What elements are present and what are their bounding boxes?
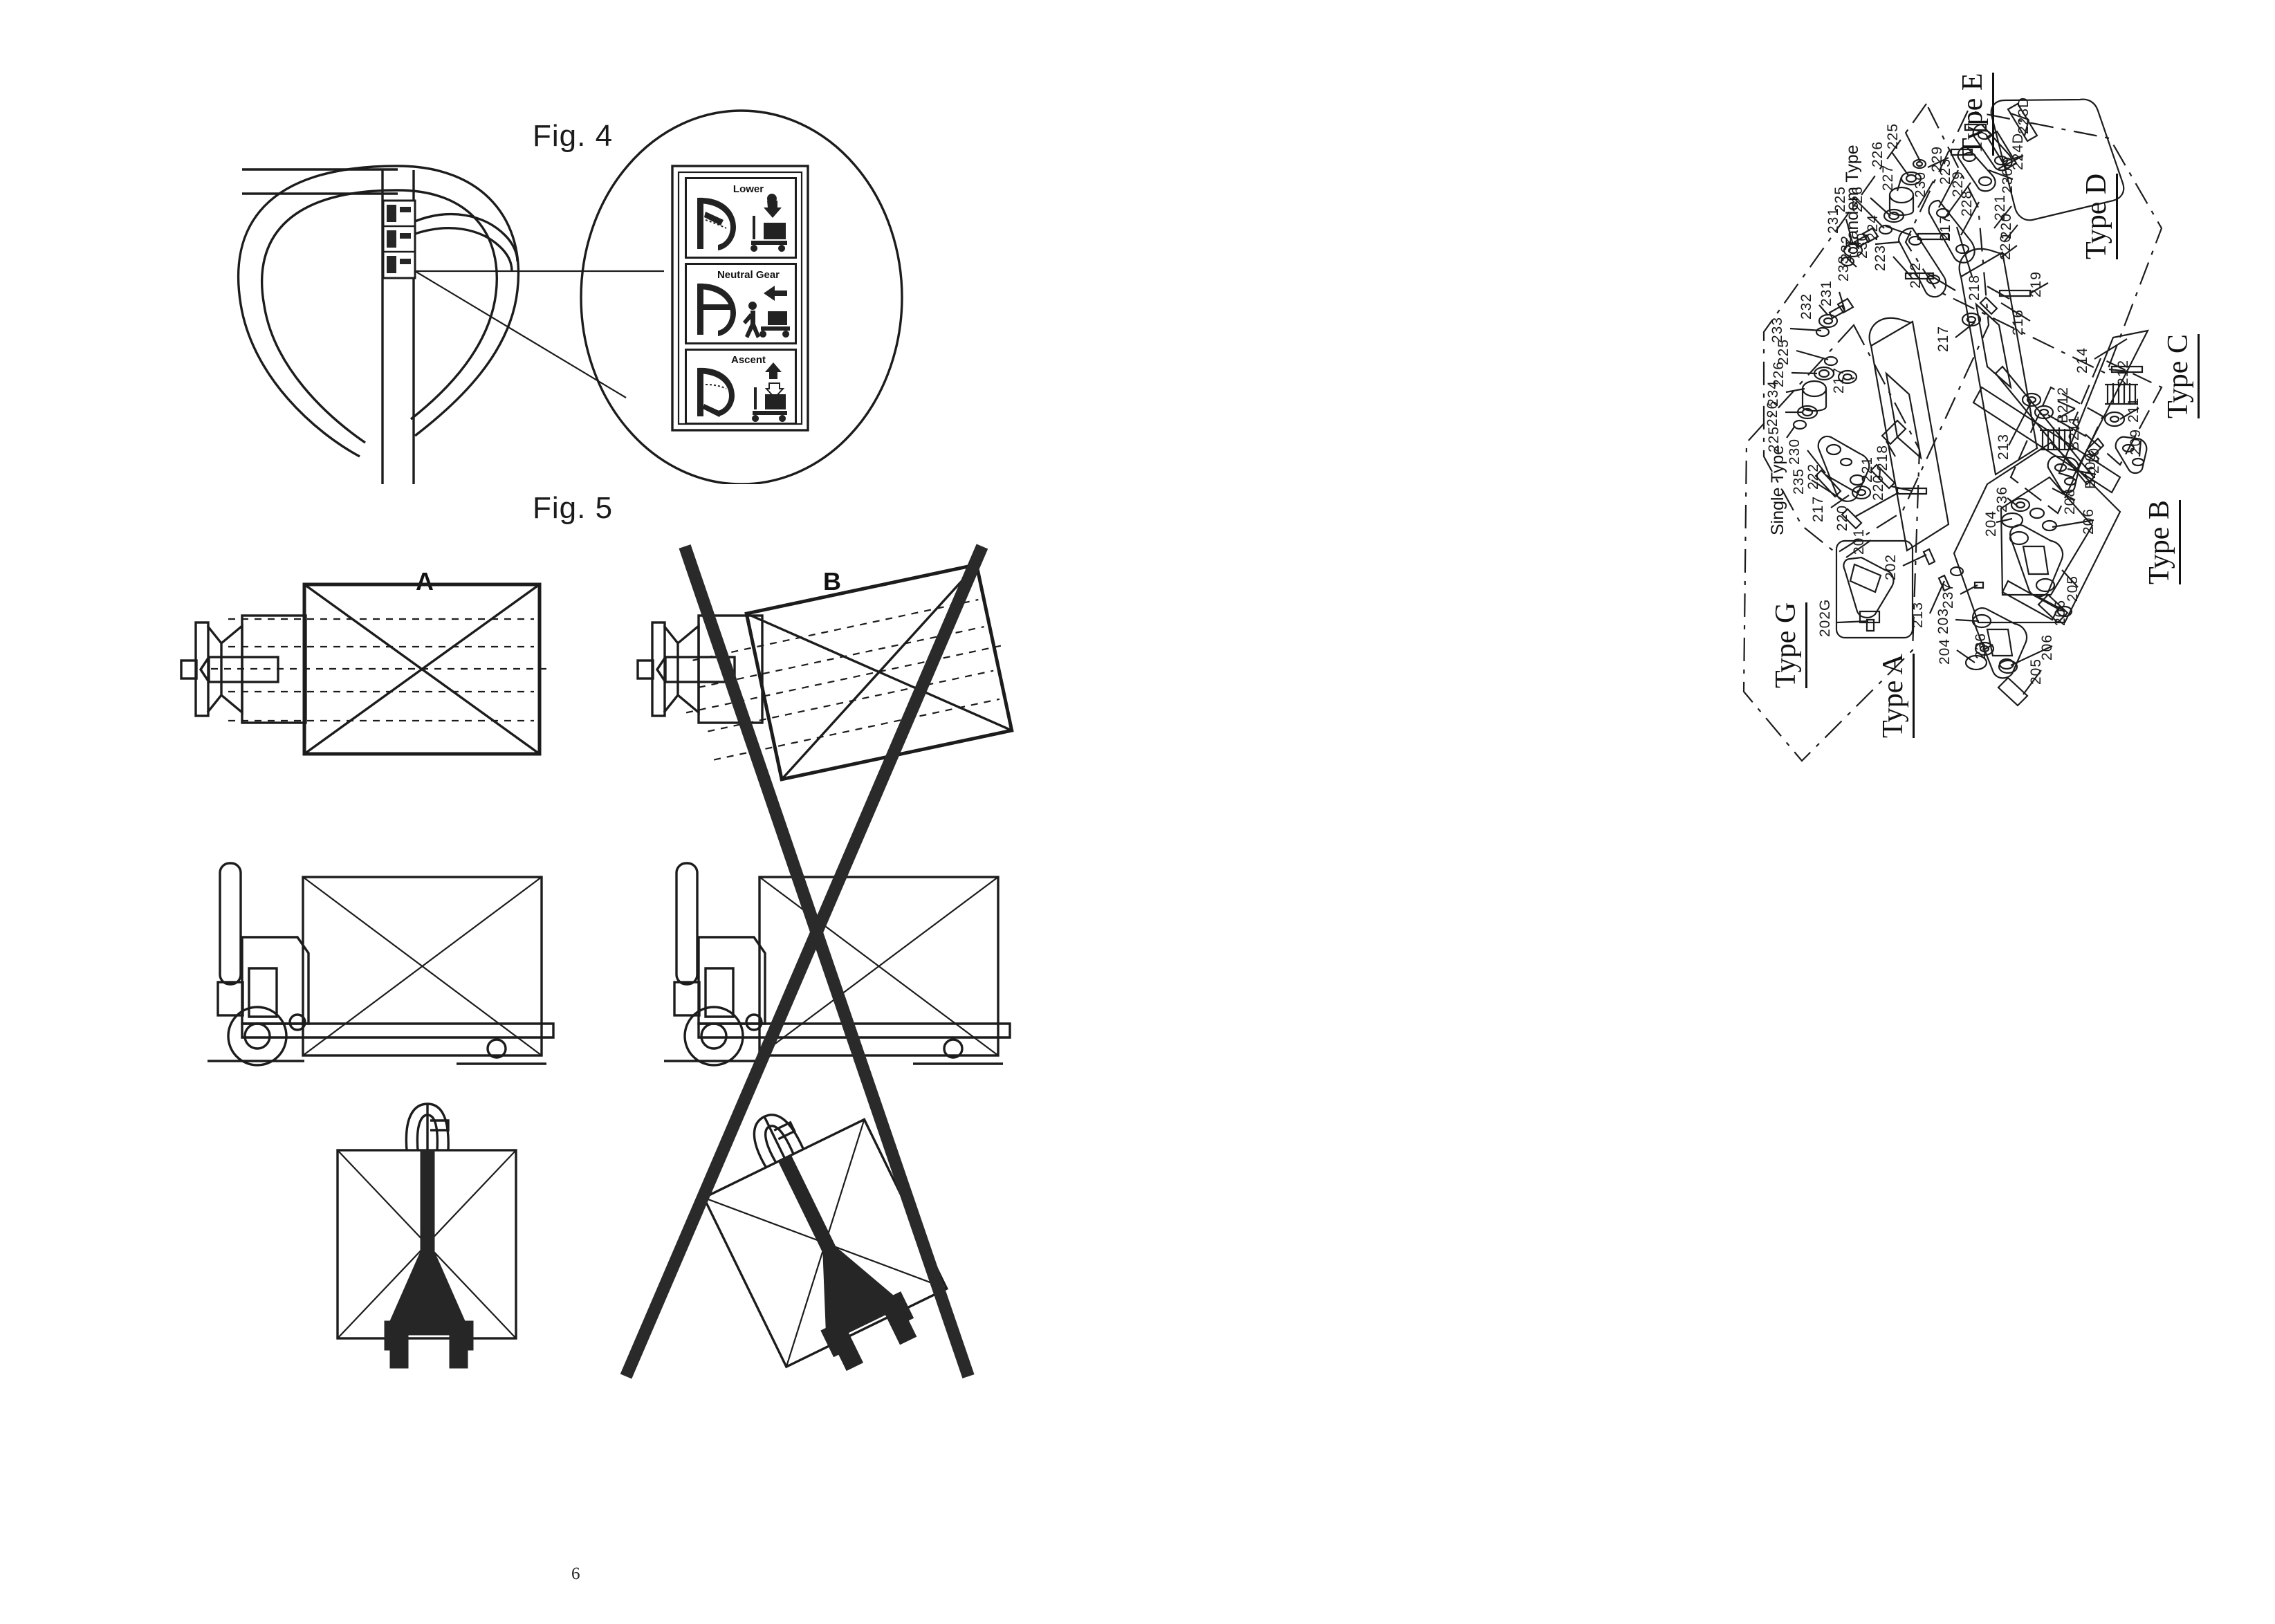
callout-225-0: 225 (1885, 122, 1901, 149)
callout-209-48: 209 (2128, 428, 2144, 455)
fig4-title: Fig. 4 (533, 119, 614, 153)
fig5-column-b-cross-out (620, 544, 988, 1379)
fig4-magnifier-ellipse (580, 109, 903, 484)
callout-223-19: 223 (1872, 244, 1888, 271)
callout-218-22: 218 (1967, 274, 1982, 301)
leader-lines (1785, 112, 2142, 695)
callout-203-61: 203 (1935, 607, 1951, 634)
variant-label-type-g: Type G (1769, 602, 1807, 688)
decal-label-ascent: Ascent (731, 354, 766, 366)
callout-231-21: 231 (1818, 279, 1834, 306)
callout-226-8: 226 (1850, 185, 1866, 212)
variant-label-type-d: Type D (2080, 173, 2118, 259)
callout-213-57: 213 (1996, 433, 2011, 460)
callout-237-60: 237 (1940, 582, 1956, 609)
left-page: Fig. 4 (180, 109, 1014, 1583)
callout-214-45: 214 (2074, 347, 2090, 373)
callout-225-33: 225 (1766, 425, 1782, 452)
variant-label-type-e: Type E (1956, 73, 1994, 156)
decal-label-neutral: Neutral Gear (717, 269, 780, 281)
callout-206-56: 206 (2052, 599, 2068, 626)
callout-230-34: 230 (1787, 438, 1803, 465)
callout-206-54: 206 (2081, 508, 2097, 535)
callout-204-59: 204 (1983, 510, 1999, 537)
type-g-zone (1835, 539, 1914, 639)
callout-205-65: 205 (2028, 658, 2044, 685)
callout-222-20: 222 (1908, 261, 1924, 288)
callout-222-36: 222 (1805, 463, 1821, 490)
callout-230-3: 230 (1913, 171, 1928, 198)
hardware-parts (1792, 102, 2148, 707)
callout-213-68: 213 (1910, 601, 1926, 628)
callout-220-40: 220 (1834, 504, 1850, 531)
callout-212-46: 212 (2115, 359, 2131, 386)
callout-232-24: 232 (1798, 293, 1814, 320)
callout-233-18: 233 (1836, 255, 1852, 282)
decal-panel-neutral: Neutral Gear (685, 263, 797, 344)
decal-label-lower: Lower (733, 183, 764, 195)
type-e-zone (1990, 98, 2125, 221)
group-label-single-type: Single Type (1768, 445, 1787, 535)
variant-label-type-b: Type B (2143, 500, 2181, 584)
callout-236-58: 236 (1994, 486, 2010, 513)
callout-231-11: 231 (1825, 207, 1841, 234)
callout-230-16: 230 (1854, 232, 1870, 259)
fig5-column-b-label: B (823, 567, 841, 596)
fig4-drawing (237, 109, 903, 484)
callout-220-41: 220 (1870, 474, 1886, 501)
callout-230D-44: 230D (2000, 156, 2016, 194)
fig5-title: Fig. 5 (533, 491, 614, 525)
type-b-zone (2009, 386, 2104, 515)
fig5-a-side-view (208, 862, 555, 1067)
callout-201-66: 201 (1851, 528, 1867, 555)
callout-236-63: 236 (1973, 632, 1989, 659)
variant-label-type-c: Type C (2162, 334, 2200, 418)
folio-left: 6 (571, 1565, 580, 1583)
callout-B211-51: B211 (2066, 415, 2082, 452)
right-page: Type E Type D Type C Type B Type A Type … (1138, 0, 2275, 1624)
callout-205-55: 205 (2065, 575, 2081, 602)
linkage-rods (1994, 329, 2150, 621)
callout-226-32: 226 (1765, 400, 1780, 427)
type-d-zone (1904, 109, 2163, 375)
callout-204-62: 204 (1937, 638, 1953, 665)
callout-206-64: 206 (2039, 634, 2055, 661)
fig5-b-plan-view (702, 1114, 948, 1372)
callout-202-67: 202 (1883, 553, 1899, 580)
callout-227-2: 227 (1880, 164, 1896, 191)
callout-202G-69: 202G (1817, 598, 1833, 637)
callout-218-37: 218 (1875, 444, 1890, 471)
callout-216-25: 216 (2010, 308, 2026, 335)
callout-B209-52: B209 (2083, 452, 2099, 489)
decal-panel-ascent: Ascent (685, 349, 797, 425)
exploded-parts-diagram (1742, 98, 2163, 762)
chassis-body (1868, 248, 2121, 624)
callout-217-31: 217 (1831, 367, 1847, 394)
callout-219-23: 219 (2028, 270, 2044, 297)
callout-226-1: 226 (1870, 140, 1886, 167)
tandem-type-zone (1762, 102, 1990, 555)
fig5-a-front-view (180, 582, 546, 756)
fig5-drawing (180, 544, 1014, 1379)
callout-228-9: 228 (1959, 190, 1975, 216)
callout-211-47: 211 (2126, 397, 2142, 423)
type-c-zone (2072, 357, 2163, 466)
fig5-b-side-view (664, 862, 1011, 1067)
callout-217-13: 217 (1937, 214, 1953, 241)
decal-panel-lower: Lower (685, 177, 797, 259)
callout-208-53: 208 (2062, 488, 2078, 515)
variant-label-type-a: Type A (1877, 654, 1915, 738)
callout-217-27: 217 (1935, 325, 1951, 352)
fig5-column-a-label: A (416, 567, 434, 596)
fig5-a-plan-view (336, 1102, 517, 1369)
callout-217-39: 217 (1810, 495, 1826, 522)
callout-223D-42: 223D (2016, 96, 2032, 134)
fig4-decal-block-small (382, 199, 416, 279)
callout-220-17: 220 (1998, 233, 2014, 260)
